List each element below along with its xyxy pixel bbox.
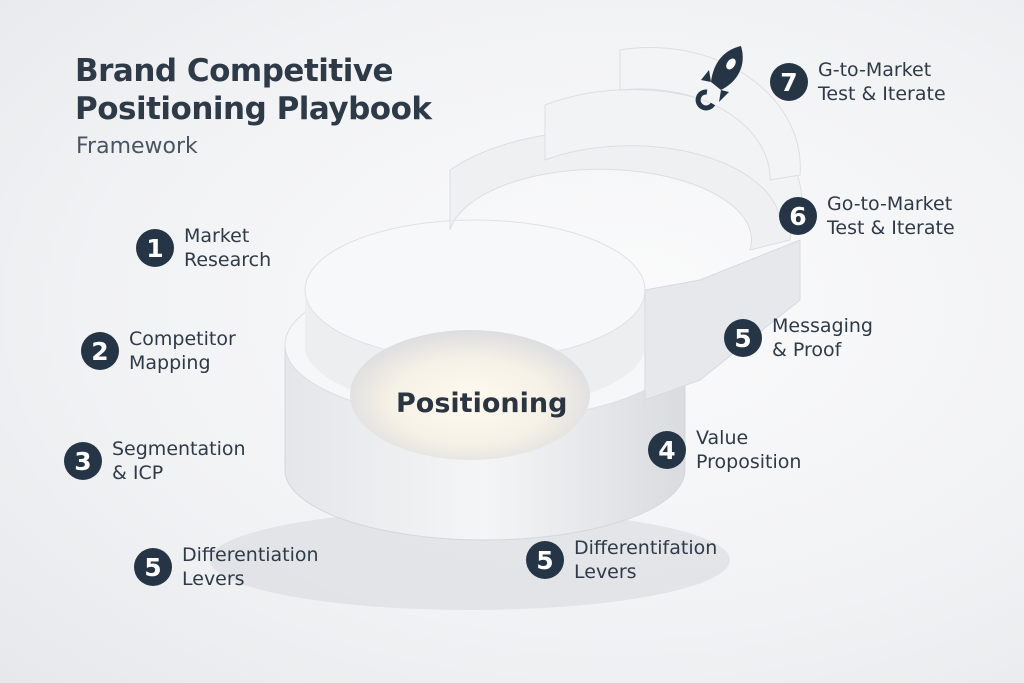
rocket-icon xyxy=(695,46,743,111)
step-label: Competitor xyxy=(129,328,236,350)
step-segmentation: 3 Segmentation& ICP xyxy=(64,437,246,485)
step-label: Market xyxy=(184,225,250,247)
page-title: Brand Competitive Positioning Playbook xyxy=(75,52,432,128)
step-label: Test & Iterate xyxy=(827,217,955,239)
step-number-badge: 3 xyxy=(64,442,102,480)
step-label: Value xyxy=(696,427,749,449)
center-label: Positioning xyxy=(396,388,568,419)
step-label: Mapping xyxy=(129,352,211,374)
step-label: Go-to-Market xyxy=(827,193,953,215)
step-label: Messaging xyxy=(772,315,873,337)
step-label: Levers xyxy=(574,561,637,583)
step-number-badge: 4 xyxy=(648,431,686,469)
step-label: Segmentation xyxy=(112,438,246,460)
step-label: Proposition xyxy=(696,451,802,473)
step-messaging-proof: 5 Messaging& Proof xyxy=(724,314,873,362)
step-label: Differentifation xyxy=(574,537,718,559)
step-number-badge: 5 xyxy=(526,541,564,579)
step-label: G-to-Market xyxy=(818,59,932,81)
step-number-badge: 6 xyxy=(779,197,817,235)
title-line-1: Brand Competitive xyxy=(75,53,394,89)
step-number-badge: 5 xyxy=(724,319,762,357)
step-number-badge: 2 xyxy=(81,332,119,370)
step-label: & ICP xyxy=(112,462,164,484)
title-line-2: Positioning Playbook xyxy=(75,91,432,127)
step-number-badge: 5 xyxy=(134,548,172,586)
step-label: Differentiation xyxy=(182,544,319,566)
step-number-badge: 1 xyxy=(136,229,174,267)
step-label: Test & Iterate xyxy=(818,83,946,105)
step-label: Research xyxy=(184,249,272,271)
step-number-badge: 7 xyxy=(770,63,808,101)
page-subtitle: Framework xyxy=(76,134,198,159)
step-label: & Proof xyxy=(772,339,842,361)
step-label: Levers xyxy=(182,568,245,590)
